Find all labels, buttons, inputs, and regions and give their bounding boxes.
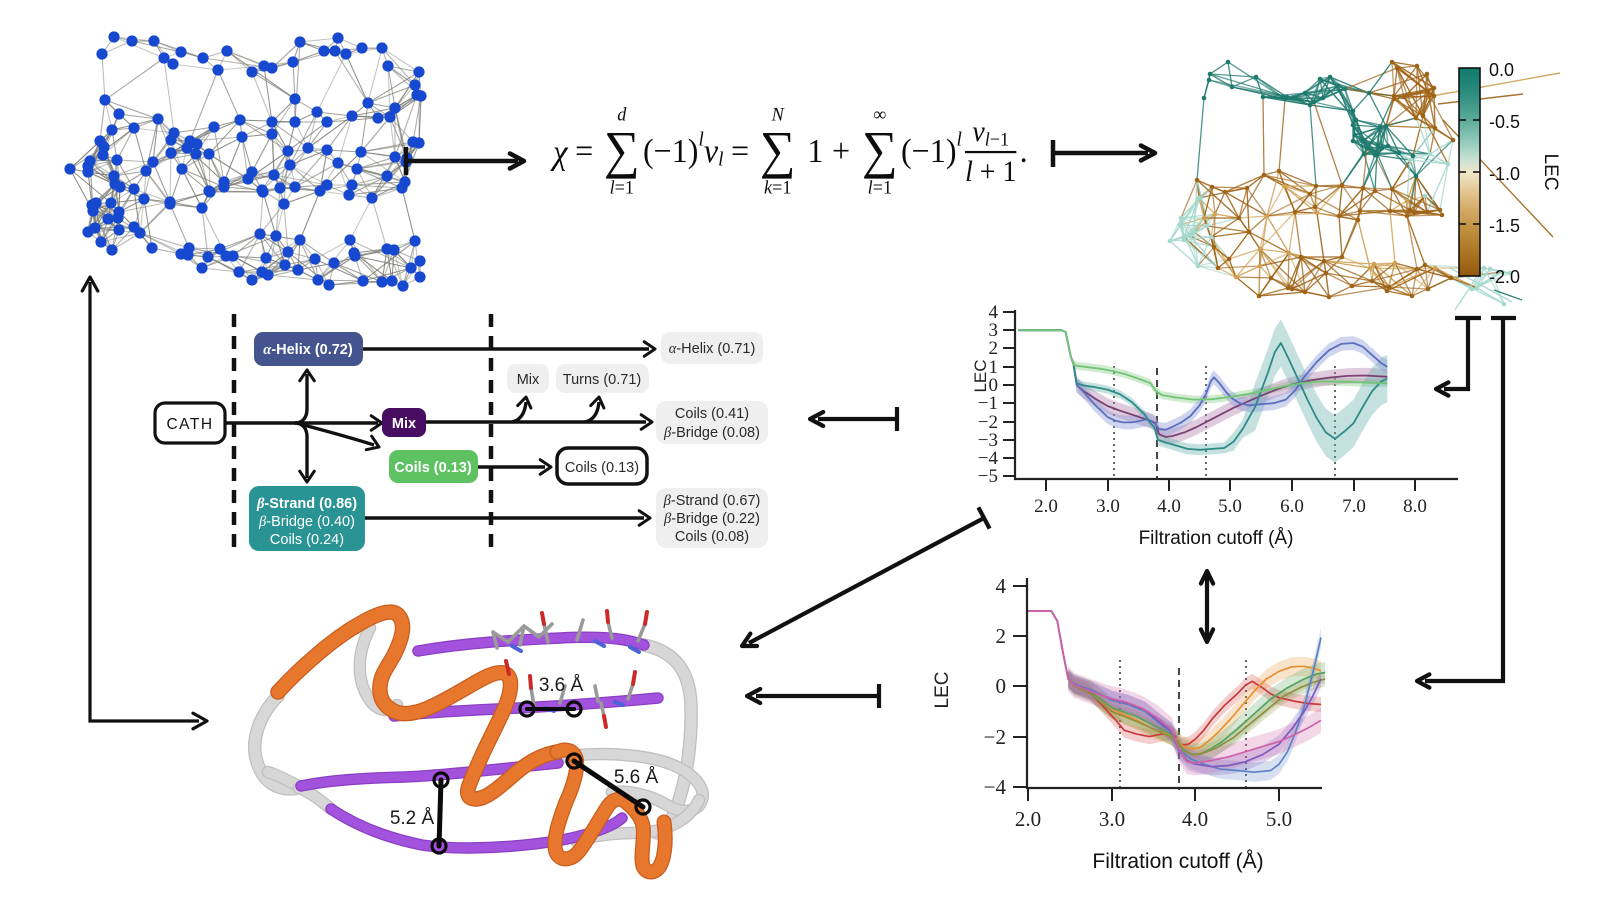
- svg-text:β-Strand (0.86): β-Strand (0.86): [256, 496, 357, 512]
- svg-text:-1.5: -1.5: [1489, 216, 1520, 236]
- svg-text:Mix: Mix: [392, 416, 416, 432]
- svg-text:−1: −1: [978, 393, 998, 414]
- svg-text:Filtration cutoff (Å): Filtration cutoff (Å): [1092, 850, 1263, 873]
- svg-text:Coils (0.13): Coils (0.13): [394, 460, 472, 476]
- svg-text:7.0: 7.0: [1342, 496, 1366, 517]
- svg-text:β-Bridge (0.08): β-Bridge (0.08): [663, 425, 760, 441]
- svg-text:0: 0: [996, 674, 1007, 698]
- svg-text:1: 1: [989, 357, 999, 378]
- svg-text:4.0: 4.0: [1182, 807, 1208, 831]
- svg-text:3.6 Å: 3.6 Å: [539, 675, 584, 696]
- svg-text:Mix: Mix: [517, 372, 540, 388]
- svg-text:LEC: LEC: [932, 672, 953, 709]
- svg-text:2: 2: [989, 338, 999, 359]
- svg-text:-0.5: -0.5: [1489, 112, 1520, 132]
- svg-text:4.0: 4.0: [1157, 496, 1181, 517]
- svg-text:Coils (0.13): Coils (0.13): [565, 460, 639, 476]
- svg-text:4: 4: [996, 574, 1007, 598]
- svg-text:2: 2: [996, 624, 1007, 648]
- svg-text:Coils (0.08): Coils (0.08): [675, 529, 749, 545]
- svg-text:0.0: 0.0: [1489, 60, 1514, 80]
- svg-text:3: 3: [989, 320, 999, 341]
- svg-text:−5: −5: [978, 466, 998, 487]
- svg-text:3.0: 3.0: [1099, 807, 1125, 831]
- svg-text:β-Bridge (0.40): β-Bridge (0.40): [258, 514, 355, 530]
- svg-text:3.0: 3.0: [1096, 496, 1120, 517]
- svg-text:α-Helix (0.71): α-Helix (0.71): [669, 341, 756, 357]
- svg-text:β-Bridge (0.22): β-Bridge (0.22): [663, 511, 760, 527]
- svg-text:-2.0: -2.0: [1489, 267, 1520, 287]
- svg-text:Coils (0.41): Coils (0.41): [675, 406, 749, 422]
- svg-text:α-Helix (0.72): α-Helix (0.72): [263, 342, 353, 358]
- svg-text:5.2 Å: 5.2 Å: [390, 808, 435, 829]
- svg-text:Turns (0.71): Turns (0.71): [563, 372, 641, 388]
- svg-text:−3: −3: [978, 430, 998, 451]
- svg-text:LEC: LEC: [1540, 154, 1561, 191]
- svg-text:−2: −2: [984, 725, 1006, 749]
- svg-text:CATH: CATH: [166, 416, 213, 433]
- svg-text:−4: −4: [984, 775, 1007, 799]
- svg-text:5.0: 5.0: [1218, 496, 1242, 517]
- svg-text:-1.0: -1.0: [1489, 164, 1520, 184]
- svg-text:Filtration cutoff (Å): Filtration cutoff (Å): [1139, 528, 1294, 549]
- svg-text:−4: −4: [978, 448, 999, 469]
- svg-text:8.0: 8.0: [1403, 496, 1427, 517]
- svg-text:−2: −2: [978, 412, 998, 433]
- svg-text:4: 4: [989, 302, 999, 323]
- svg-text:2.0: 2.0: [1034, 496, 1058, 517]
- svg-text:5.0: 5.0: [1266, 807, 1292, 831]
- svg-text:Coils (0.24): Coils (0.24): [270, 532, 344, 548]
- svg-text:6.0: 6.0: [1280, 496, 1304, 517]
- svg-text:β-Strand (0.67): β-Strand (0.67): [663, 493, 761, 509]
- svg-text:2.0: 2.0: [1015, 807, 1041, 831]
- svg-text:LEC: LEC: [971, 359, 990, 392]
- svg-text:0: 0: [989, 375, 999, 396]
- svg-text:5.6 Å: 5.6 Å: [614, 767, 659, 788]
